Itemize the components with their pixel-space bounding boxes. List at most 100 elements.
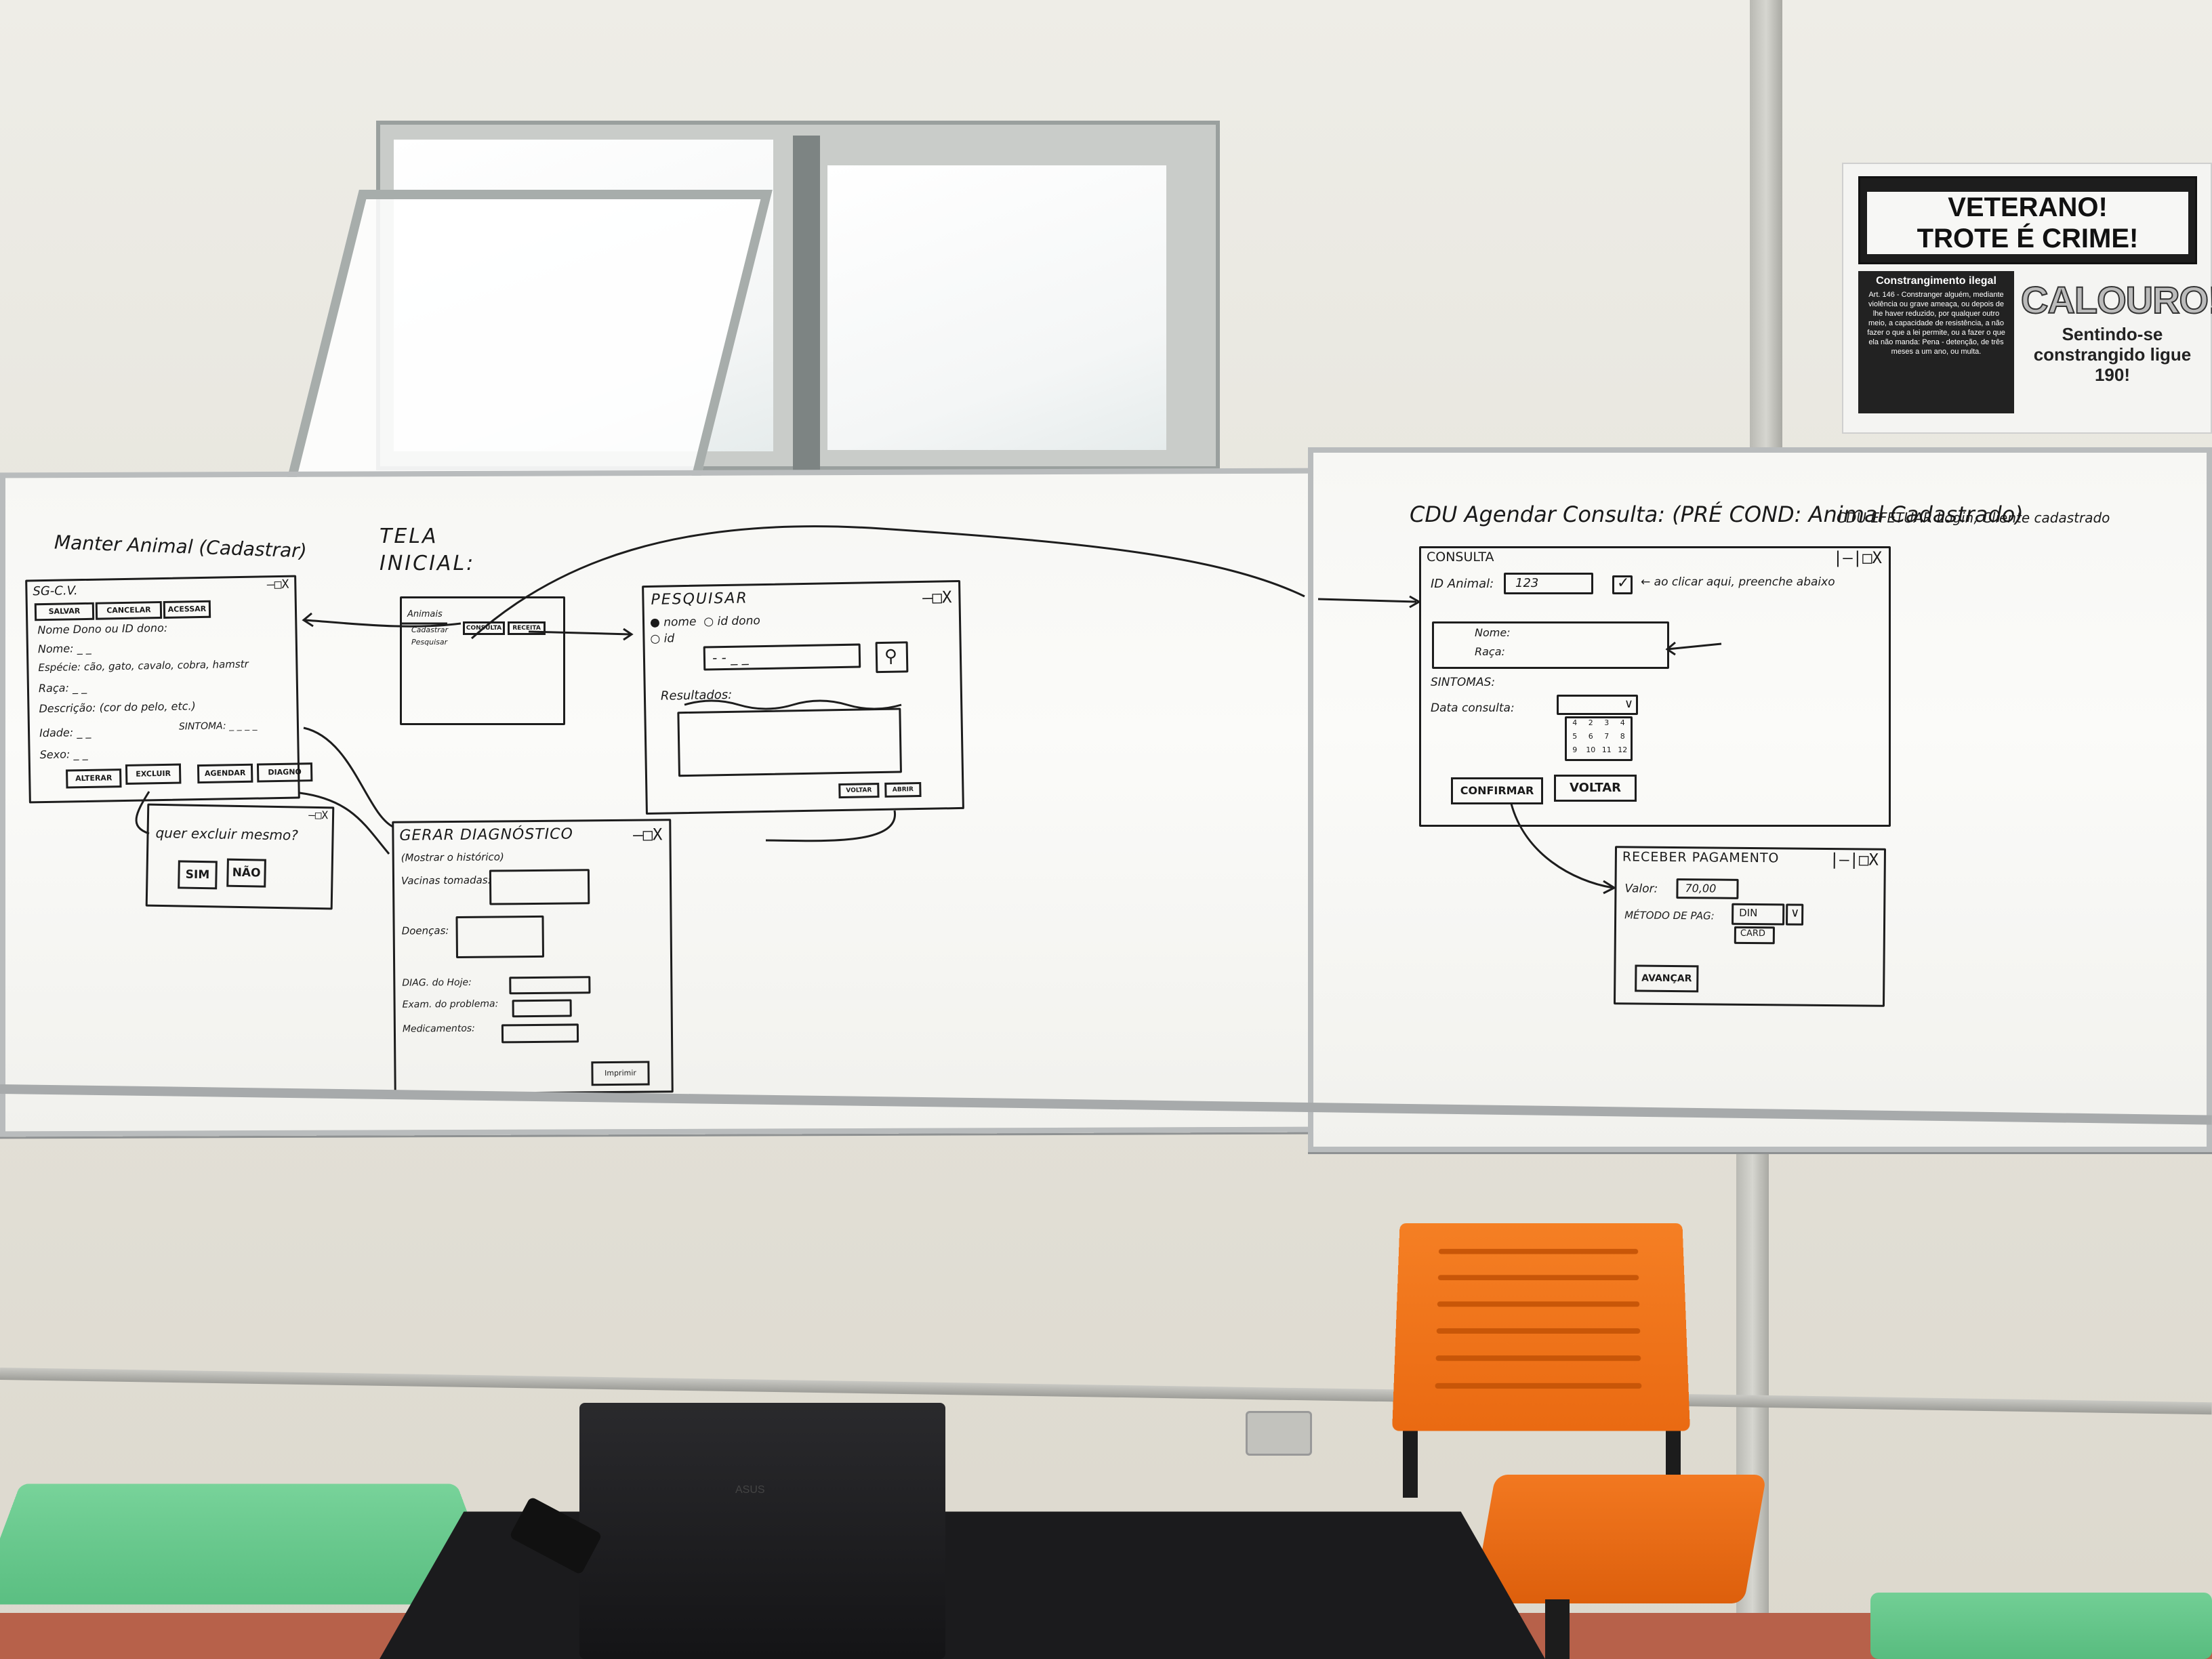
- field-sintoma: SINTOMA: _ _ _ _: [178, 720, 258, 733]
- sim-button[interactable]: SIM: [178, 860, 218, 890]
- green-desk: [1870, 1593, 2212, 1659]
- window-controls-icon: |–|□X: [1832, 548, 1882, 567]
- calendar-day[interactable]: 6: [1588, 732, 1593, 741]
- voltar-button[interactable]: VOLTAR: [1554, 775, 1637, 802]
- chair-slot: [1435, 1355, 1641, 1361]
- field-vacinas: Vacinas tomadas:: [401, 874, 491, 887]
- calendar-day[interactable]: 9: [1572, 745, 1578, 754]
- results-label: Resultados:: [660, 687, 733, 703]
- window-pane: [827, 165, 1166, 450]
- diag-subtitle: (Mostrar o histórico): [401, 851, 504, 864]
- valor-label: Valor:: [1624, 882, 1658, 896]
- search-input[interactable]: - - _ _: [703, 643, 861, 671]
- check-icon[interactable]: ✓: [1612, 575, 1633, 594]
- menu-cadastrar[interactable]: Cadastrar: [411, 626, 448, 634]
- chair-slot: [1435, 1382, 1642, 1389]
- calendar-day[interactable]: 4: [1620, 718, 1625, 727]
- diagnostico-button[interactable]: DIAGNO: [256, 762, 313, 783]
- window-title: SG-C.V.: [33, 583, 78, 599]
- calendar-day[interactable]: 8: [1620, 732, 1625, 741]
- diag-hoje-input[interactable]: [509, 976, 591, 995]
- vacinas-textarea[interactable]: [489, 869, 590, 905]
- chevron-down-icon: ∨: [1624, 697, 1633, 711]
- poster-title-line-1: VETERANO!: [1948, 192, 2108, 222]
- metodo-option-label: CARD: [1740, 928, 1765, 939]
- agendar-button[interactable]: AGENDAR: [197, 763, 253, 784]
- window-title: PESQUISAR: [651, 590, 748, 609]
- excluir-dialog: –□X quer excluir mesmo? SIM NÃO: [145, 803, 335, 910]
- confirmar-button[interactable]: CONFIRMAR: [1451, 777, 1543, 804]
- chevron-glyph: ∨: [1790, 905, 1800, 920]
- gerar-diagnostico-window: GERAR DIAGNÓSTICO –□X (Mostrar o históri…: [392, 819, 674, 1095]
- date-calendar[interactable]: 4 2 3 4 5 6 7 8 9 10 11 12: [1565, 716, 1633, 761]
- valor-input[interactable]: 70,00: [1676, 878, 1739, 899]
- excluir-button[interactable]: EXCLUIR: [125, 763, 182, 785]
- medicamentos-input[interactable]: [501, 1023, 579, 1044]
- acessar-button[interactable]: ACESSAR: [163, 600, 211, 619]
- doencas-textarea[interactable]: [455, 915, 545, 958]
- date-dropdown[interactable]: ∨: [1557, 695, 1638, 715]
- laptop: ASUS: [579, 1403, 945, 1659]
- chevron-down-icon[interactable]: ∨: [1786, 903, 1804, 926]
- orange-chair-seat: [1473, 1475, 1767, 1603]
- results-list[interactable]: [677, 708, 902, 777]
- poster-header: VETERANO! TROTE É CRIME!: [1858, 176, 2197, 264]
- calendar-day[interactable]: 3: [1604, 718, 1610, 727]
- voltar-button[interactable]: VOLTAR: [838, 783, 880, 799]
- calendar-day[interactable]: 11: [1601, 745, 1612, 754]
- calendar-day[interactable]: 10: [1586, 745, 1596, 754]
- window-title: CONSULTA: [1427, 550, 1494, 565]
- calendar-day[interactable]: 5: [1572, 732, 1578, 741]
- id-animal-input[interactable]: 123: [1504, 573, 1593, 594]
- alterar-button[interactable]: ALTERAR: [66, 769, 122, 789]
- metodo-dropdown[interactable]: DIN: [1732, 903, 1785, 926]
- search-type-radios[interactable]: ● nome ○ id dono ○ id: [649, 614, 760, 646]
- poster-title-line-2: TROTE É CRIME!: [1917, 224, 2139, 253]
- anti-hazing-poster: VETERANO! TROTE É CRIME! Constrangimento…: [1842, 163, 2212, 434]
- cdu-login-note: CDU EFETUAR Login, Cliente cadastrado: [1837, 510, 2110, 526]
- field-nome: Nome: _ _: [37, 641, 91, 656]
- chair-leg: [1403, 1423, 1418, 1498]
- search-icon[interactable]: ⚲: [875, 641, 909, 674]
- id-animal-label: ID Animal:: [1431, 577, 1494, 591]
- menu-pesquisar[interactable]: Pesquisar: [411, 638, 448, 647]
- window-controls-icon: –□X: [308, 808, 329, 822]
- poster-subtitle: Sentindo-se constrangido ligue 190!: [2033, 324, 2192, 385]
- field-diag-hoje: DIAG. do Hoje:: [402, 977, 472, 989]
- calendar-day[interactable]: 2: [1588, 718, 1593, 727]
- field-sexo: Sexo: _ _: [39, 747, 88, 762]
- chair-slot: [1437, 1301, 1640, 1307]
- receber-pagamento-window: RECEBER PAGAMENTO |–|□X Valor: 70,00 MÉT…: [1613, 846, 1887, 1007]
- abrir-button[interactable]: ABRIR: [884, 781, 922, 798]
- metodo-option[interactable]: CARD: [1734, 926, 1775, 945]
- window-controls-icon: –□X: [266, 577, 289, 592]
- window-title: RECEBER PAGAMENTO: [1622, 849, 1780, 866]
- nome-label: Nome:: [1475, 626, 1511, 639]
- field-nome-dono: Nome Dono ou ID dono:: [37, 621, 168, 637]
- avancar-button[interactable]: AVANÇAR: [1635, 964, 1699, 993]
- animal-info-box: Nome: Raça:: [1432, 621, 1669, 669]
- tela-inicial-window: Animais Cadastrar Pesquisar CONSULTA REC…: [400, 596, 565, 725]
- salvar-button[interactable]: SALVAR: [34, 602, 95, 621]
- imprimir-button[interactable]: Imprimir: [591, 1061, 650, 1086]
- window-title: GERAR DIAGNÓSTICO: [399, 825, 573, 844]
- receita-button[interactable]: RECEITA: [508, 621, 546, 635]
- cancelar-button[interactable]: CANCELAR: [95, 601, 163, 620]
- nao-button[interactable]: NÃO: [226, 858, 266, 888]
- search-input-hint: - - _ _: [712, 649, 749, 666]
- poster-law-body: Art. 146 - Constranger alguém, mediante …: [1867, 291, 2005, 356]
- pesquisar-window: PESQUISAR –□X ● nome ○ id dono ○ id - - …: [642, 579, 964, 815]
- window-mullion: [793, 136, 820, 470]
- check-glyph: ✓: [1617, 575, 1630, 592]
- calendar-day[interactable]: 7: [1604, 732, 1610, 741]
- field-raca: Raça: _ _: [38, 680, 87, 695]
- calendar-day[interactable]: 12: [1618, 745, 1628, 754]
- consulta-button[interactable]: CONSULTA: [463, 621, 505, 635]
- excluir-question: quer excluir mesmo?: [155, 824, 299, 844]
- exam-input[interactable]: [512, 999, 572, 1018]
- open-window-sash: [285, 190, 773, 488]
- poster-calouro: CALOURO!: [2020, 278, 2212, 322]
- menu-animais[interactable]: Animais: [407, 609, 443, 619]
- calendar-day[interactable]: 4: [1572, 718, 1578, 727]
- sintomas-label: SINTOMAS:: [1431, 676, 1496, 689]
